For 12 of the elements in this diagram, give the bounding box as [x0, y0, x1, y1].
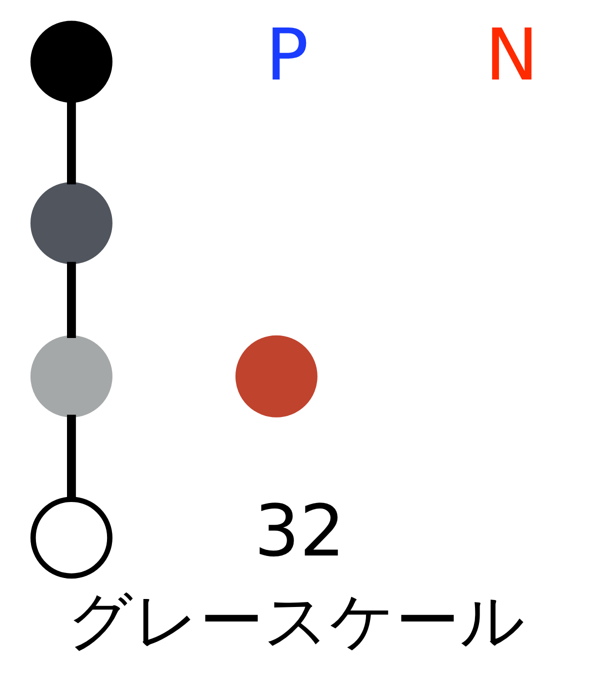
connector	[67, 414, 76, 499]
node-circle	[30, 496, 112, 579]
label: P	[266, 14, 309, 97]
label: 32	[254, 490, 345, 573]
node-circle	[30, 335, 112, 418]
node-circle	[30, 20, 112, 103]
connector	[67, 262, 76, 338]
connector	[67, 100, 76, 184]
node-circle	[235, 335, 318, 418]
node-circle	[30, 182, 112, 264]
label: N	[485, 14, 538, 97]
caption: グレースケール	[68, 584, 526, 658]
